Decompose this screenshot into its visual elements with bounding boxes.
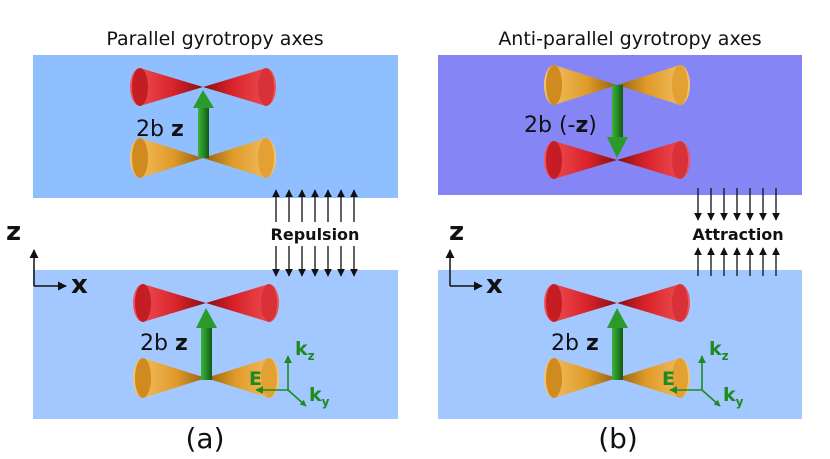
panel-a-force-arrows-down (272, 246, 358, 277)
panel-a-upper-red-cones (130, 68, 276, 106)
panel-a-upper-slab (33, 55, 398, 198)
panel-b-ky-label: ky (723, 384, 744, 409)
panel-a-coordinate-axes: z x (6, 217, 88, 300)
panel-a-sublabel: (a) (185, 422, 224, 455)
panel-a-lower-vector-label: 2b z (140, 331, 188, 356)
panel-b-title: Anti-parallel gyrotropy axes (498, 28, 761, 50)
panel-b-force-arrows-down (694, 188, 780, 221)
panel-b-x-axis-label: x (486, 270, 503, 300)
panel-a-lower-red-cones (133, 284, 279, 322)
panel-b-kz-label: kz (709, 338, 729, 363)
panel-b-upper-red-cones (544, 141, 690, 179)
panel-a-force-label: Repulsion (271, 225, 360, 244)
panel-b-field-triad: kz E ky (662, 338, 744, 409)
panel-b-upper-gyrotropy-arrow (607, 85, 628, 158)
panel-a-kz-label: kz (295, 338, 315, 363)
panel-a-lower-slab (33, 270, 398, 419)
panel-a-x-axis-label: x (71, 270, 88, 300)
panel-b-upper-vector-label: 2b (-z) (524, 113, 597, 138)
panel-a-e-label: E (249, 368, 262, 390)
panel-b-upper-orange-cones (544, 65, 690, 105)
panel-a-z-axis-label: z (6, 217, 21, 247)
panel-b-lower-red-cones (544, 284, 690, 322)
panel-b-lower-gyrotropy-arrow (607, 308, 628, 380)
panel-a-title: Parallel gyrotropy axes (106, 28, 323, 50)
panel-a-ky-label: ky (309, 384, 330, 409)
panel-b-force-arrows-up (694, 247, 780, 276)
panel-b-e-label: E (662, 368, 675, 390)
panel-a-field-triad: kz E ky (249, 338, 330, 409)
panel-b-z-axis-label: z (449, 217, 464, 247)
panel-a-upper-orange-cones (130, 138, 276, 178)
panel-a-upper-gyrotropy-arrow (193, 90, 214, 158)
panel-b-force-label: Attraction (692, 225, 783, 244)
panel-b-lower-vector-label: 2b z (551, 331, 599, 356)
panel-a-upper-vector-label: 2b z (136, 117, 184, 142)
panel-a: Parallel gyrotropy axes 2b z (6, 28, 398, 455)
panel-b-sublabel: (b) (598, 422, 638, 455)
panel-b-coordinate-axes: z x (445, 217, 503, 300)
panel-b: Anti-parallel gyrotropy axes 2b (-z) (438, 28, 802, 455)
panel-a-force-arrows-up (272, 189, 358, 222)
panel-a-lower-gyrotropy-arrow (196, 308, 217, 380)
